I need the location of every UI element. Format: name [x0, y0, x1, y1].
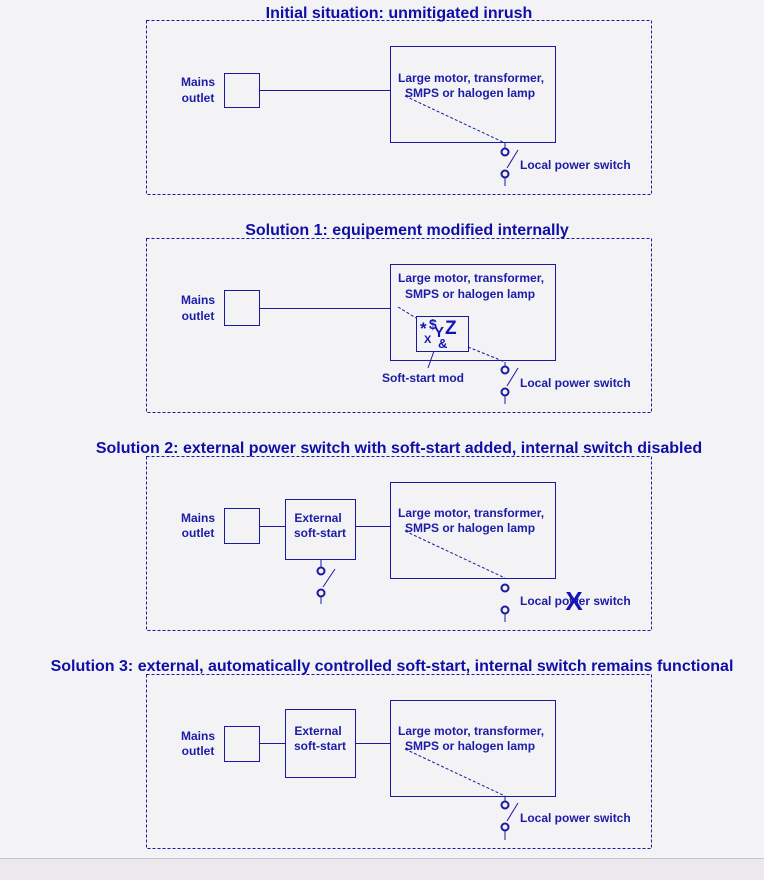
panel-frame	[146, 674, 652, 849]
mains-label-line2: outlet	[182, 91, 215, 105]
local-power-switch	[500, 143, 519, 186]
panel-frame	[146, 456, 652, 631]
mains-outlet-box	[224, 726, 260, 762]
switch-lever	[506, 802, 519, 822]
softstart-label-line1: External	[294, 724, 341, 738]
switch-terminal-top	[500, 583, 510, 593]
internal-control-link-b	[467, 346, 506, 363]
panel-frame	[146, 238, 652, 413]
load-label-line2: SMPS or halogen lamp	[405, 287, 535, 301]
switch-terminal-bottom	[500, 605, 510, 615]
switch-lever	[506, 149, 519, 169]
switch-terminal-bottom	[500, 822, 510, 832]
inrush-diagram: Initial situation: unmitigated inrush Ma…	[51, 5, 734, 849]
switch-lever	[506, 367, 519, 387]
switch-terminal-bottom	[500, 169, 510, 179]
load-label-line1: Large motor, transformer,	[398, 506, 544, 520]
switch-disabled-mark: X	[565, 586, 583, 616]
panel-title: Solution 2: external power switch with s…	[96, 440, 702, 457]
switch-label: Local power switch	[520, 158, 631, 172]
external-power-switch	[316, 559, 336, 604]
mains-outlet-box	[224, 508, 260, 544]
window-bottom-bar	[0, 858, 764, 880]
load-label-line1: Large motor, transformer,	[398, 724, 544, 738]
switch-label: Local power switch	[520, 376, 631, 390]
panel-solution-1: Solution 1: equipement modified internal…	[146, 222, 652, 413]
softstart-label-line2: soft-start	[294, 739, 346, 753]
softstart-mod-symbols: * $ Y Z X &	[420, 316, 457, 351]
local-power-switch	[500, 362, 519, 404]
softstart-mod-box	[416, 316, 469, 352]
mod-symbol: $	[429, 316, 437, 332]
mains-label-line2: outlet	[182, 526, 215, 540]
load-label-line1: Large motor, transformer,	[398, 71, 544, 85]
internal-control-link-a	[397, 306, 417, 319]
mains-label-line2: outlet	[182, 309, 215, 323]
switch-terminal-top	[500, 800, 510, 810]
panel-frame	[146, 20, 652, 195]
mains-label-line2: outlet	[182, 744, 215, 758]
softstart-label-line2: soft-start	[294, 526, 346, 540]
mains-outlet-box	[224, 73, 260, 108]
load-label-line1: Large motor, transformer,	[398, 271, 544, 285]
switch-label: Local power switch	[520, 594, 631, 608]
load-label-line2: SMPS or halogen lamp	[405, 739, 535, 753]
internal-control-link	[404, 748, 506, 797]
mod-symbol: *	[420, 319, 427, 338]
panel-solution-2: Solution 2: external power switch with s…	[96, 440, 702, 631]
softstart-mod-label: Soft-start mod	[382, 371, 464, 385]
load-label-line2: SMPS or halogen lamp	[405, 521, 535, 535]
mod-symbol: &	[438, 336, 447, 351]
mains-label-line1: Mains	[181, 511, 215, 525]
load-label-line2: SMPS or halogen lamp	[405, 86, 535, 100]
panel-initial: Initial situation: unmitigated inrush Ma…	[146, 5, 652, 195]
switch-terminal-bottom	[500, 387, 510, 397]
panel-title: Solution 3: external, automatically cont…	[51, 658, 734, 675]
mod-symbol: Y	[434, 324, 444, 341]
switch-terminal-top	[500, 147, 510, 157]
internal-control-link	[404, 95, 506, 144]
mains-label-line1: Mains	[181, 729, 215, 743]
softstart-mod-pointer	[427, 350, 435, 369]
load-box	[390, 700, 556, 797]
switch-label: Local power switch	[520, 811, 631, 825]
local-power-switch	[500, 583, 510, 622]
panel-title: Solution 1: equipement modified internal…	[245, 222, 569, 239]
local-power-switch	[500, 796, 519, 840]
panel-title: Initial situation: unmitigated inrush	[266, 5, 533, 22]
switch-lever	[322, 568, 336, 588]
mains-label-line1: Mains	[181, 293, 215, 307]
mod-symbol: Z	[445, 318, 457, 339]
load-box	[390, 264, 556, 361]
switch-terminal-bottom	[316, 588, 326, 598]
switch-terminal-top	[316, 566, 326, 576]
mains-label-line1: Mains	[181, 75, 215, 89]
switch-terminal-top	[500, 365, 510, 375]
internal-control-link	[404, 530, 506, 579]
mod-symbol: X	[424, 334, 432, 346]
load-box	[390, 46, 556, 143]
load-box	[390, 482, 556, 579]
softstart-label-line1: External	[294, 511, 341, 525]
mains-outlet-box	[224, 290, 260, 326]
panel-solution-3: Solution 3: external, automatically cont…	[51, 658, 734, 849]
